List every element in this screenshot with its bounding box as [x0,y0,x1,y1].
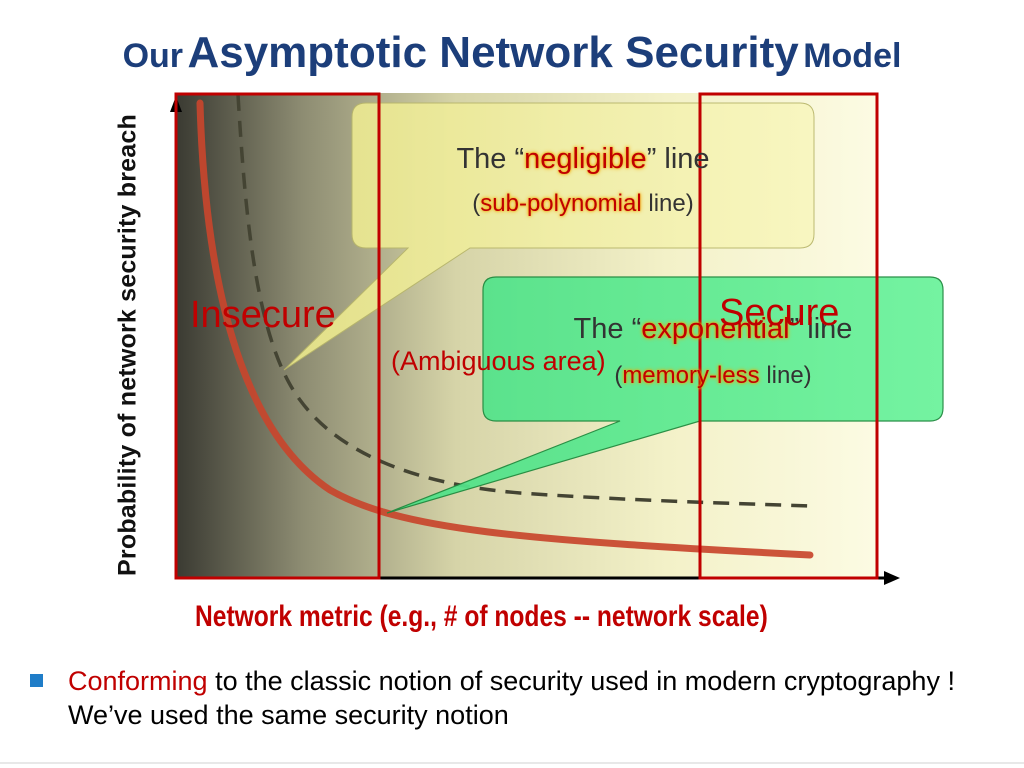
exponential-pre: The “ [573,313,642,345]
slide-title: Our Asymptotic Network Security Model [0,28,1024,78]
insecure-label: Insecure [190,294,336,336]
exponential-post: ” line [789,313,853,345]
negligible-callout [283,102,815,371]
memoryless-pre: ( [614,362,623,389]
memoryless-term: memory-less [622,362,760,389]
bullet-rest: to the classic notion of security used i… [68,666,955,730]
exponential-line1: The “exponential” line [483,313,943,346]
ambiguous-label: (Ambiguous area) [391,346,606,376]
x-axis-label: Network metric (e.g., # of nodes -- netw… [195,600,768,633]
title-prefix: Our [122,37,184,75]
bullet-accent: Conforming [68,666,208,696]
negligible-line2: (sub-polynomial line) [352,190,814,218]
memoryless-post: line) [759,362,812,389]
bullet-text: Conforming to the classic notion of secu… [68,664,990,732]
bullet-square-icon [30,674,43,687]
subpoly-pre: ( [472,190,481,217]
secure-region-box [698,92,879,580]
subpoly-post: line) [641,190,694,217]
negligible-pre: The “ [456,143,525,175]
negligible-post: ” line [646,143,710,175]
title-suffix: Model [803,37,902,75]
y-axis-label: Probability of network security breach [113,114,142,576]
footer-divider [0,762,1024,764]
exponential-curve [196,99,814,559]
x-axis-arrow-icon [884,571,900,585]
exponential-line2: (memory-less line) [483,362,943,390]
insecure-region-box [174,92,381,580]
exponential-term: exponential [641,313,790,345]
exponential-callout [386,276,944,514]
subpoly-term: sub-polynomial [480,190,642,217]
negligible-curve [236,94,811,508]
secure-label: Secure [719,292,840,334]
negligible-line1: The “negligible” line [352,143,814,176]
negligible-term: negligible [524,143,647,175]
title-main: Asymptotic Network Security [187,28,799,77]
